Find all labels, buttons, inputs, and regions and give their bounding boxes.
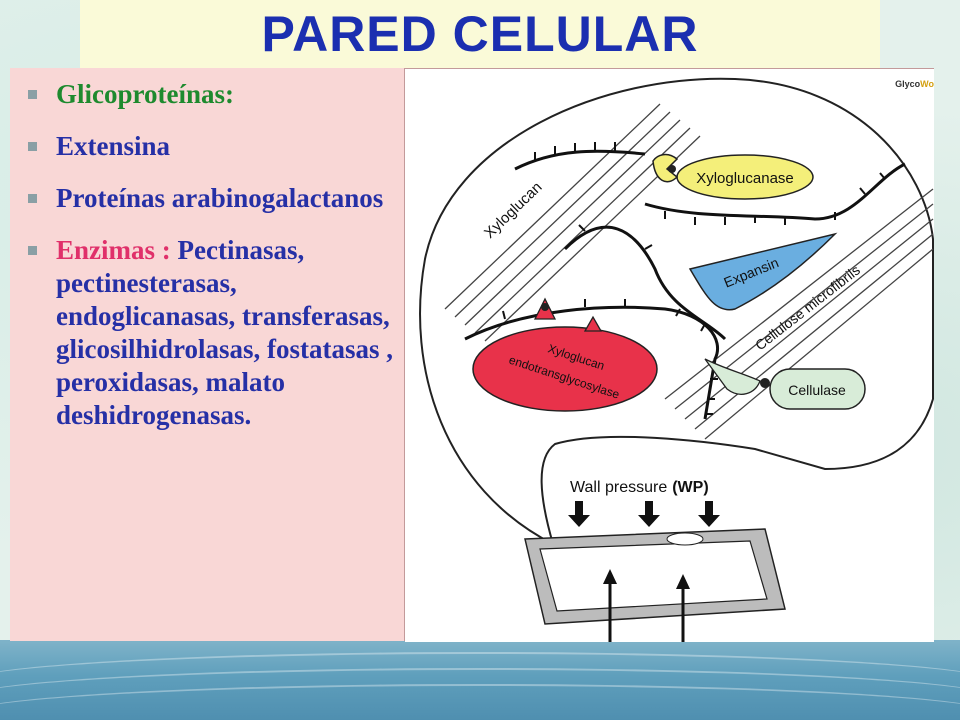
polymer-chains <box>464 149 906 420</box>
xet-enzyme: Xyloglucan endotransglycosylase <box>472 297 658 412</box>
logo-text-b: Wo <box>920 79 934 89</box>
wall-pressure-text: Wall pressure <box>570 479 667 496</box>
bullet-item: Enzimas : Pectinasas, pectinesterasas, e… <box>24 234 404 432</box>
turgor-up-arrows <box>603 569 690 642</box>
footer-wave-band <box>0 640 960 720</box>
xyloglucanase-enzyme: Xyloglucanase <box>652 153 814 200</box>
label-wall-pressure: Wall pressure (WP) <box>570 479 709 496</box>
bullet-glicoproteinas: Glicoproteínas: <box>56 79 234 109</box>
wave-line <box>0 684 960 720</box>
bullet-square-icon <box>28 142 37 151</box>
wave-line <box>0 668 960 720</box>
text-panel: Glicoproteínas: Extensina Proteínas arab… <box>10 68 405 641</box>
zoom-bubble-outline <box>419 77 934 546</box>
bullet-square-icon <box>28 90 37 99</box>
title-band <box>80 0 880 68</box>
bullet-extensina: Extensina <box>56 131 171 161</box>
label-xyloglucanase: Xyloglucanase <box>696 170 794 187</box>
cell-wall-diagram: Xyloglucanase Expansin Xyloglucan endotr… <box>419 77 934 642</box>
pressure-down-arrows <box>568 501 720 527</box>
slide-title: PARED CELULAR <box>261 6 699 62</box>
bullet-list: Glicoproteínas: Extensina Proteínas arab… <box>24 78 404 432</box>
bullet-item: Proteínas arabinogalactanos <box>24 182 404 215</box>
bullet-square-icon <box>28 246 37 255</box>
xyloglucan-strands <box>444 103 701 342</box>
cell-wall-sketch <box>524 528 786 625</box>
cellulase-enzyme: Cellulase <box>704 358 866 410</box>
bullet-item: Extensina <box>24 130 404 163</box>
wp-abbrev: (WP) <box>672 479 708 496</box>
diagram-panel: GlycoWo <box>405 68 934 642</box>
label-cellulase: Cellulase <box>788 382 846 398</box>
expansin-protein: Expansin <box>688 232 838 311</box>
bullet-proteinas: Proteínas arabinogalactanos <box>56 183 384 213</box>
glycoworld-logo: GlycoWo <box>895 79 934 89</box>
logo-text-a: Glyco <box>895 79 921 89</box>
bullet-enzimas-label: Enzimas : <box>56 235 171 265</box>
wave-line <box>0 652 960 714</box>
label-xyloglucan: Xyloglucan <box>481 179 546 242</box>
bullet-enzimas-list: Pectinasas, pectinesterasas, endoglicana… <box>56 235 394 430</box>
bullet-item: Glicoproteínas: <box>24 78 404 111</box>
bullet-square-icon <box>28 194 37 203</box>
